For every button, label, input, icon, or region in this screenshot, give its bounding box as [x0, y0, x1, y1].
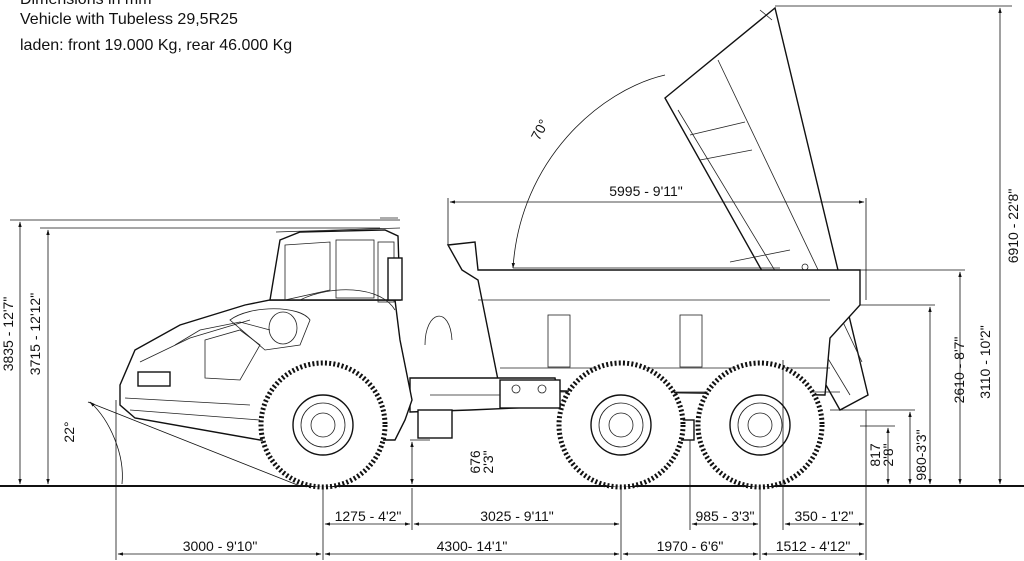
- ground-clearance-label-imperial: 2'3": [480, 450, 496, 473]
- vehicle-tyre-spec: Vehicle with Tubeless 29,5R25: [20, 11, 238, 28]
- tail-clearance-label: 980-3'3": [913, 429, 929, 480]
- overall-height-tipped-label: 6910 - 22'8": [1005, 189, 1021, 264]
- dimension-lines: [10, 5, 1012, 560]
- front-wheel: [258, 360, 388, 490]
- bogie-to-rear-axle-label: 985 - 3'3": [695, 508, 754, 524]
- dump-clearance-label: 8172'8": [867, 443, 896, 467]
- dimensions-title: Dimensions in mm: [20, 0, 152, 9]
- rear-axle-to-tail-label: 350 - 1'2": [794, 508, 853, 524]
- ground-clearance-label: 6762'3": [467, 450, 496, 474]
- front-to-hitch-label: 1275 - 4'2": [335, 508, 402, 524]
- loading-height-label: 2610 - 8'7": [951, 337, 967, 404]
- bogie-spacing-label: 1970 - 6'6": [657, 538, 724, 554]
- articulated-dump-truck: [119, 6, 869, 490]
- approach-angle-label: 22°: [61, 421, 77, 442]
- rear-wheel: [695, 360, 825, 490]
- body-height-label: 3110 - 10'2": [977, 325, 993, 399]
- cab-height-label: 3835 - 12'7": [0, 297, 16, 372]
- middle-wheel: [556, 360, 686, 490]
- dimension-labels: 5995 - 9'11" 70° 22° 3835 - 12'7" 3715 -…: [0, 117, 1021, 554]
- dump-clearance-label-imperial: 2'8": [880, 443, 896, 466]
- laden-axle-load-spec: laden: front 19.000 Kg, rear 46.000 Kg: [20, 37, 293, 54]
- front-to-mid-axle-label: 4300- 14'1": [437, 538, 508, 554]
- hitch-to-bogie-label: 3025 - 9'11": [480, 508, 554, 524]
- dump-angle-label: 70°: [528, 117, 552, 143]
- rear-overhang-label: 1512 - 4'12": [776, 538, 851, 554]
- front-overhang-label: 3000 - 9'10": [183, 538, 258, 554]
- body-length-label: 5995 - 9'11": [609, 183, 683, 199]
- cab: [269, 217, 453, 346]
- dump-body: [446, 241, 861, 396]
- rops-height-label: 3715 - 12'12": [27, 293, 43, 375]
